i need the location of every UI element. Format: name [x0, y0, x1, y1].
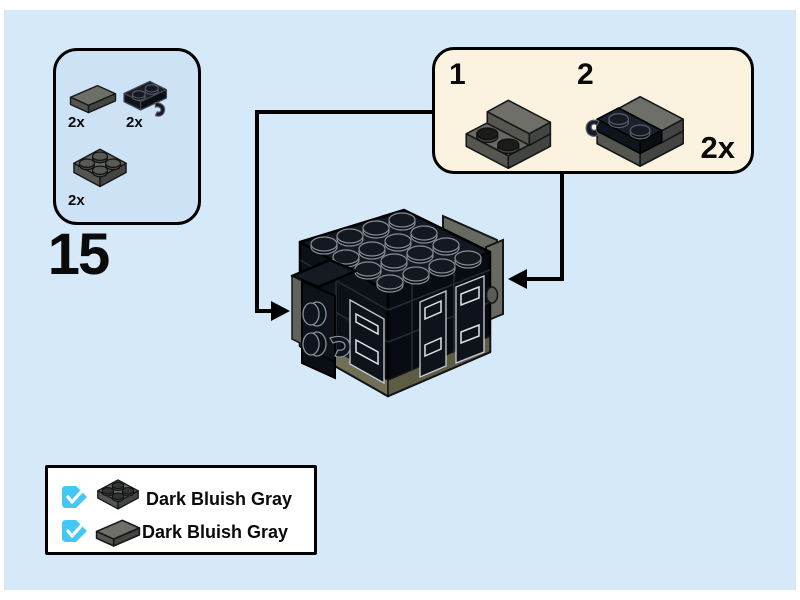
plate-1x2-clip-icon [123, 80, 168, 117]
part-count-tile: 2x [68, 114, 85, 131]
step-number: 15 [47, 222, 111, 287]
checkbox-checked-icon[interactable] [60, 484, 90, 510]
subassembly-1-icon [465, 99, 552, 170]
color-legend-box: Dark Bluish Gray Dark Bluish Gray [45, 465, 317, 555]
plate-2x2-icon [73, 148, 127, 188]
plate-2x2-icon [97, 479, 139, 510]
subassembly-callout-box: 1 2 [432, 47, 754, 174]
parts-callout-box: 2x 2x 2x [53, 48, 201, 225]
substep-2-label: 2 [577, 58, 594, 91]
legend-color-label: Dark Bluish Gray [146, 489, 293, 509]
part-count-plate-2x2: 2x [68, 192, 85, 209]
substep-1-label: 1 [449, 58, 466, 91]
subassembly-2-icon [585, 95, 684, 167]
subassembly-count: 2x [700, 130, 735, 165]
legend-color-label: Dark Bluish Gray [142, 522, 289, 542]
tile-1x2-icon [95, 519, 141, 547]
part-count-clip-plate: 2x [126, 114, 143, 131]
tile-1x2-icon [69, 84, 117, 114]
checkbox-checked-icon[interactable] [60, 518, 90, 544]
